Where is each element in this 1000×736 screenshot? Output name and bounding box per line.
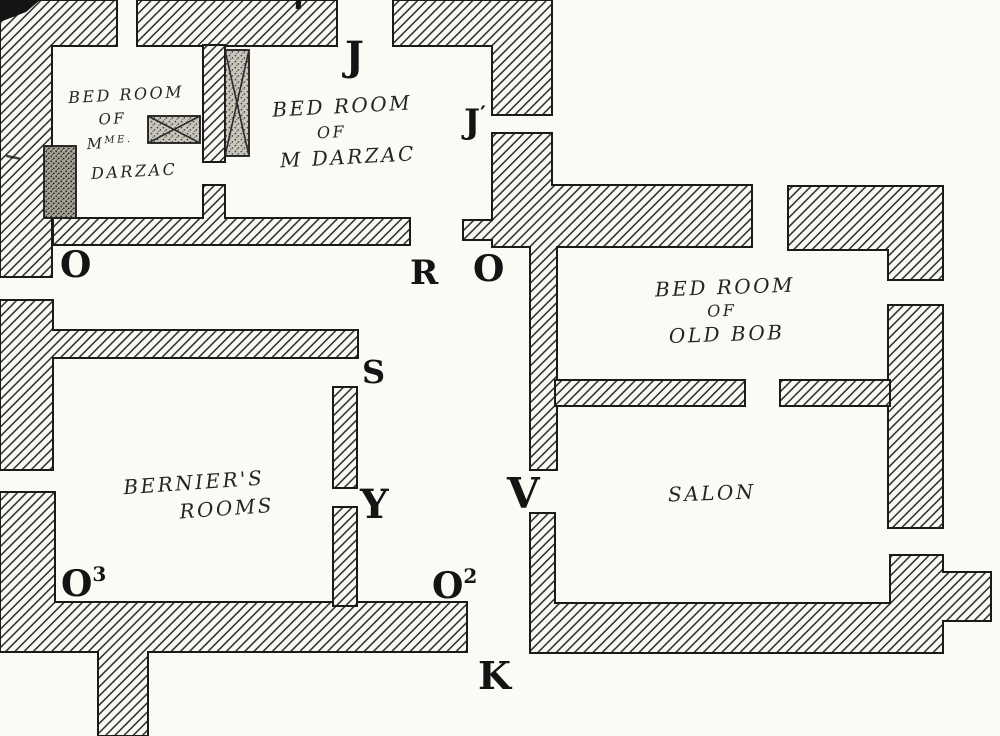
wall-bottom-right-complex [529, 512, 992, 654]
marker-y: Y [359, 481, 389, 528]
svg-text:SALON: SALON [668, 479, 757, 506]
svg-text:OF: OF [98, 109, 127, 128]
svg-text:OLD BOB: OLD BOB [668, 320, 785, 348]
svg-text:OF: OF [707, 301, 737, 321]
marker-r: R [410, 253, 439, 293]
room-label-madame: MME. [85, 133, 133, 153]
marker-o2: O2 [432, 564, 477, 607]
wall-top-right-and-east-upper [392, 0, 553, 116]
room-labels: BED ROOM OF MME. DARZAC BED ROOM OF M DA… [67, 82, 796, 524]
svg-text:BED ROOM: BED ROOM [654, 273, 796, 302]
svg-text:BED ROOM: BED ROOM [271, 90, 413, 121]
svg-text:OF: OF [316, 122, 346, 143]
marker-o-corridor-left: O [60, 244, 91, 286]
wall-bedrooms-bottom [52, 184, 411, 246]
wall-top-left-and-west-upper [0, 0, 118, 278]
room-label-old-bob: BED ROOM OF OLD BOB [654, 273, 796, 348]
scan-artifacts [0, 0, 302, 160]
marker-v: V [506, 469, 541, 518]
wall-west-middle-and-corridor-south [0, 299, 359, 471]
marker-o3: O3 [61, 562, 106, 605]
svg-text:M DARZAC: M DARZAC [278, 141, 416, 172]
furniture-cabinet-dark [43, 145, 77, 219]
wall-oldbob-salon-left [554, 379, 746, 407]
wall-east-complex [462, 132, 753, 471]
room-label-m-darzac: BED ROOM OF M DARZAC [271, 90, 417, 172]
svg-text:ROOMS: ROOMS [178, 493, 275, 524]
furniture-bed-crossed [147, 115, 201, 144]
scan-smudge-top-left-corner [0, 0, 40, 22]
svg-text:BED ROOM: BED ROOM [67, 82, 185, 107]
wall-oldbob-salon-right [779, 379, 891, 407]
furniture [43, 49, 250, 219]
svg-text:DARZAC: DARZAC [90, 159, 178, 183]
opening-markers: J J′ O R O S Y V O2 O3 K [60, 33, 541, 698]
wall-top-centre [136, 0, 338, 47]
room-label-salon: SALON [668, 479, 757, 506]
wall-right-middle [887, 304, 944, 529]
furniture-wardrobe-crossed [224, 49, 250, 157]
wall-bedroom-divider [202, 44, 226, 163]
scan-dash-left-edge [5, 154, 21, 160]
wall-west-lower-and-bottom [0, 491, 468, 736]
wall-y-upper [332, 386, 358, 489]
wall-right-building-top-right [787, 185, 944, 281]
marker-j: J [342, 33, 364, 80]
room-label-berniers: BERNIER'S ROOMS [122, 465, 275, 524]
scan-tick-top [295, 0, 302, 10]
marker-o-corridor-right: O [473, 248, 504, 290]
marker-s: S [362, 353, 385, 391]
wall-y-lower [332, 506, 358, 607]
marker-k: K [478, 653, 513, 698]
marker-j-prime: J′ [461, 102, 486, 142]
